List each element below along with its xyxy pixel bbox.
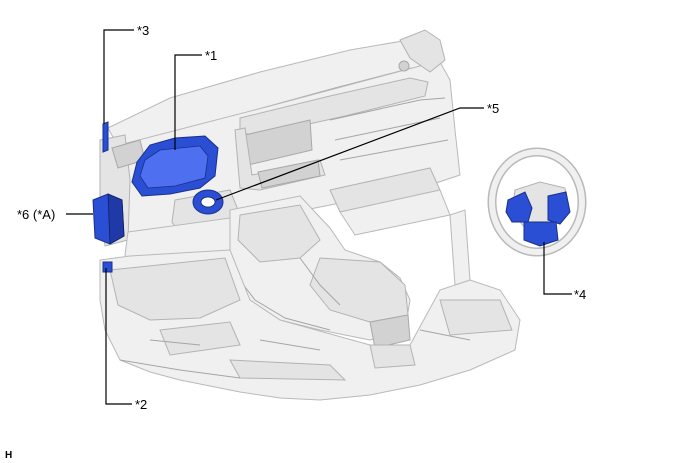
leader-line-3 bbox=[103, 29, 134, 124]
rear-view-mirror-mount bbox=[398, 60, 410, 72]
component-4-steering-wheel bbox=[487, 147, 587, 257]
steering-column-cover bbox=[523, 221, 559, 247]
callout-label-6: *6 (*A) bbox=[17, 207, 55, 222]
ecu-module-side bbox=[107, 193, 125, 245]
leader-line-4 bbox=[543, 242, 572, 295]
spiral-cable-hub bbox=[200, 196, 216, 208]
a-pillar-right bbox=[399, 29, 446, 73]
floor-rear-bump bbox=[369, 344, 416, 369]
steering-wheel-rim-inner bbox=[489, 149, 585, 255]
leader-lines bbox=[66, 29, 572, 405]
floor-crossmember bbox=[229, 359, 347, 381]
component-5-spiral-cable bbox=[192, 189, 224, 215]
vehicle-interior-illustration bbox=[99, 29, 521, 401]
switch-body bbox=[102, 261, 113, 273]
component-2-switch bbox=[102, 261, 113, 273]
floor-left-footwell bbox=[109, 257, 241, 321]
leader-line-1 bbox=[174, 54, 202, 150]
steering-switch-right bbox=[547, 191, 571, 225]
floor-detail-lines bbox=[119, 329, 471, 379]
leader-line-5 bbox=[215, 107, 484, 201]
callout-label-2: *2 bbox=[135, 397, 147, 412]
right-door-sill bbox=[449, 209, 471, 286]
floor-rail-left bbox=[159, 321, 241, 356]
console-rear bbox=[369, 314, 411, 349]
leader-line-2 bbox=[105, 268, 132, 405]
callout-labels: *1 *2 *3 *4 *5 *6 (*A) bbox=[17, 23, 586, 412]
component-3-strip bbox=[102, 121, 109, 153]
component-1-instrument-cluster bbox=[131, 135, 219, 197]
component-6-ecu-module bbox=[92, 193, 125, 245]
instrument-cluster-face bbox=[139, 145, 209, 189]
floor-right-rail bbox=[439, 299, 513, 336]
callout-label-1: *1 bbox=[205, 48, 217, 63]
callout-label-3: *3 bbox=[137, 23, 149, 38]
callout-label-4: *4 bbox=[574, 287, 586, 302]
callout-label-5: *5 bbox=[487, 101, 499, 116]
strip-body bbox=[102, 121, 109, 153]
footer-code: H bbox=[5, 450, 12, 461]
